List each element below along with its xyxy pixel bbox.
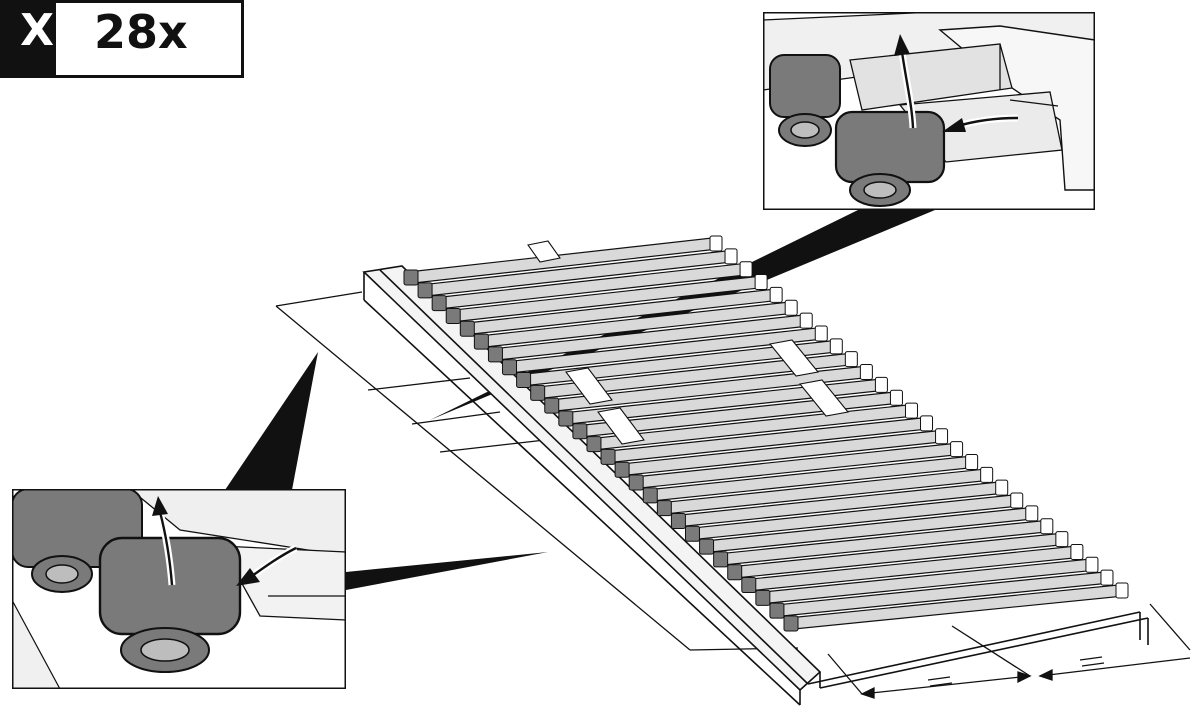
slat-end-cap [769, 286, 783, 303]
slat-end-cap [859, 364, 873, 381]
slat-end-cap [600, 448, 616, 465]
bottom-callout-pointer-side [346, 552, 548, 590]
slat-end-cap [889, 389, 903, 406]
slat-end-cap [417, 282, 433, 299]
slat-end-cap [935, 428, 949, 445]
slat-end-cap [754, 274, 768, 291]
slat-end-cap [965, 453, 979, 470]
slat-end-cap [628, 474, 644, 491]
dimension-markers [827, 603, 1191, 699]
arrow-left-icon [942, 114, 1019, 132]
slat-end-cap [558, 410, 574, 427]
slat-end-cap [799, 312, 813, 329]
bottom-callout-pointer-upper [225, 352, 318, 490]
slat-end-cap [1025, 505, 1039, 522]
slat-end-cap [487, 346, 503, 363]
slat-end-cap [614, 461, 630, 478]
slat-end-cap [1100, 569, 1114, 586]
slat-end-cap [502, 359, 518, 376]
slat-end-cap [741, 577, 757, 594]
slat-end-cap [904, 402, 918, 419]
slat-end-cap [530, 384, 546, 401]
slat-end-cap [709, 235, 723, 252]
slat-end-cap [783, 615, 799, 632]
slat-end-cap [829, 338, 843, 355]
slat-end-cap [1055, 531, 1069, 548]
slat-end-cap [1070, 543, 1084, 560]
slat-end-cap [980, 466, 994, 483]
slat-end-cap [1010, 492, 1024, 509]
slat-end-cap [544, 397, 560, 414]
slat-end-cap [755, 589, 771, 606]
step-letter: X [0, 0, 58, 78]
slat-end-cap [950, 441, 964, 458]
arrow-up-icon [894, 34, 917, 129]
slat-end-cap [995, 479, 1009, 496]
slat-end-cap [713, 551, 729, 568]
slat-end-cap [445, 307, 461, 324]
slat-end-cap [656, 500, 672, 517]
slat-end-cap [784, 299, 798, 316]
slat-group [403, 235, 1129, 632]
slat-end-cap [1115, 582, 1129, 599]
slat-end-cap [727, 564, 743, 581]
slat-end-cap [403, 269, 419, 286]
slat-end-cap [670, 512, 686, 529]
detail-callout-top [763, 12, 1095, 210]
slat-end-cap [572, 423, 588, 440]
floor-guide [275, 291, 799, 651]
slat-end-cap [874, 376, 888, 393]
slat-end-cap [431, 295, 447, 312]
slat-end-cap [1085, 556, 1099, 573]
slat-end-cap [769, 602, 785, 619]
slat-end-cap [814, 325, 828, 342]
slat-end-cap [844, 351, 858, 368]
slat-end-cap [586, 436, 602, 453]
slat-end-cap [724, 248, 738, 265]
slat-end-cap [920, 415, 934, 432]
arrow-up-icon [152, 496, 176, 586]
arrow-left-icon [236, 544, 298, 586]
slat-end-cap [739, 261, 753, 278]
slat-end-cap [642, 487, 658, 504]
slat-end-cap [459, 320, 475, 337]
quantity-badge: 28x [56, 0, 244, 78]
slat-end-cap [516, 372, 532, 389]
center-straps [527, 240, 850, 445]
slat-end-cap [473, 333, 489, 350]
slat-end-cap [684, 525, 700, 542]
slat-end-cap [1040, 518, 1054, 535]
detail-callout-bottom [12, 489, 346, 689]
slat-end-cap [699, 538, 715, 555]
side-rail [362, 265, 1149, 706]
